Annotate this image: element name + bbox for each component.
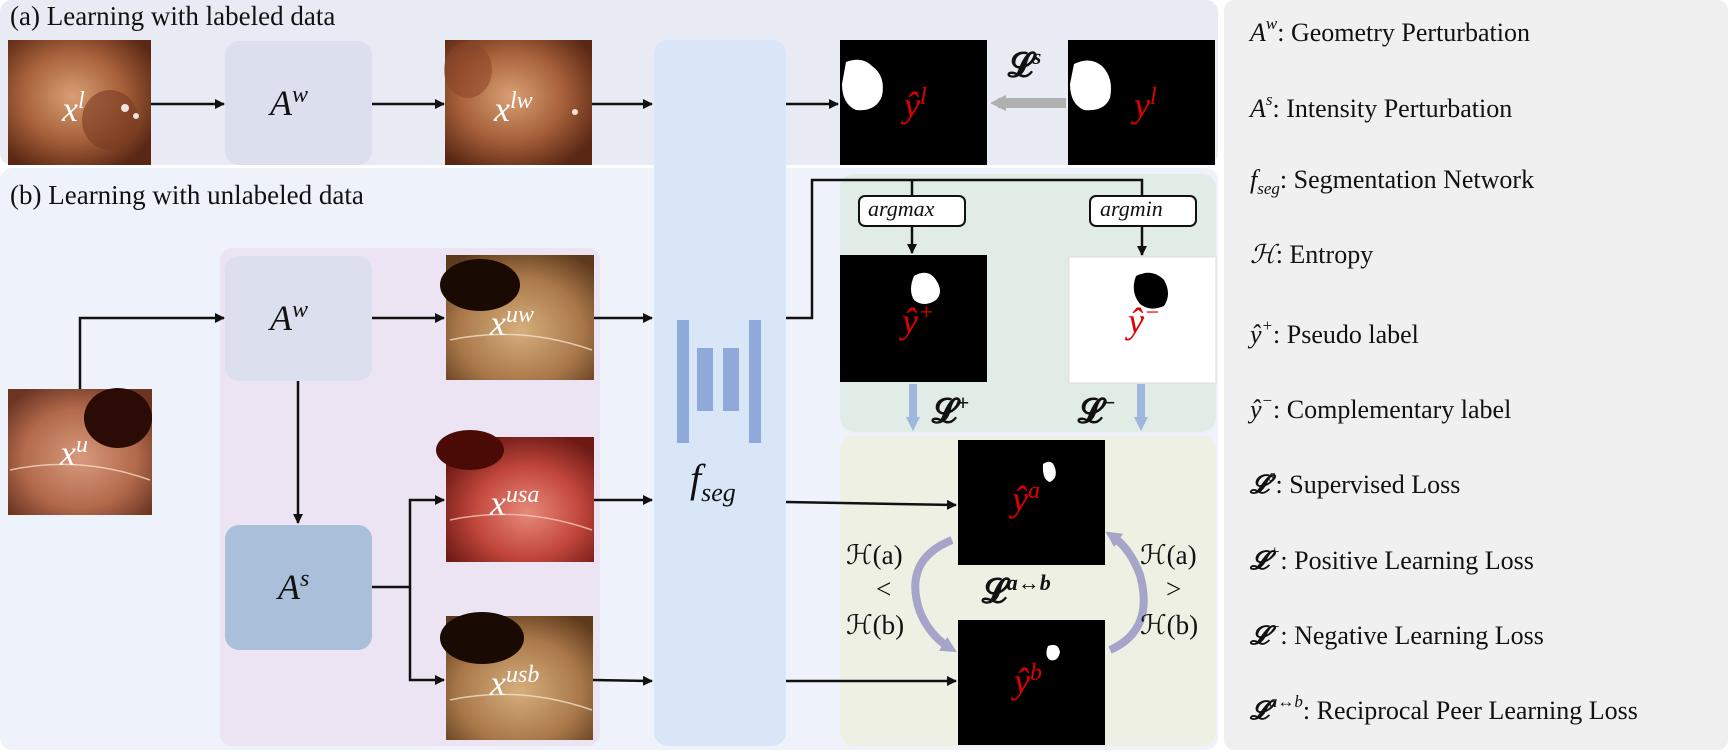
aw-block-mid bbox=[225, 256, 372, 381]
xusa-label: xusa bbox=[490, 482, 540, 523]
xusb-label: xusb bbox=[490, 662, 540, 703]
loss-ab-label: 𝓛a↔b bbox=[982, 570, 1051, 611]
panel-a-title: (a) Learning with labeled data bbox=[10, 1, 336, 31]
aw-mid-label: Aw bbox=[270, 297, 309, 338]
yhat-minus-label: ŷ− bbox=[1128, 300, 1161, 341]
yhat-b-label: ŷb bbox=[1014, 660, 1042, 701]
legend-item-complementary-label: ŷ−: Complementary label bbox=[1250, 391, 1512, 424]
xl-label: xl bbox=[62, 88, 85, 129]
entropy-right-bottom: ℋ(b) bbox=[1140, 610, 1199, 640]
loss-minus-label: 𝓛− bbox=[1078, 390, 1116, 431]
yhat-a-label: ŷa bbox=[1012, 478, 1040, 519]
mask-yhat-plus bbox=[840, 255, 987, 382]
xu-label: xu bbox=[60, 432, 88, 473]
arrow-fseg-to-yhat-a bbox=[785, 499, 957, 510]
mask-yhat-b bbox=[958, 620, 1105, 745]
fseg-icon-bar-mid-right bbox=[723, 348, 739, 411]
loss-plus-label: 𝓛+ bbox=[932, 390, 970, 431]
entropy-left-top: ℋ(a) bbox=[846, 540, 903, 570]
reciprocal-peer-region bbox=[840, 436, 1216, 746]
mask-yhat-minus bbox=[1068, 256, 1217, 384]
arrow-xu-to-aw bbox=[78, 313, 225, 389]
arrow-as-to-xusa bbox=[372, 495, 445, 589]
legend-item-negative-loss: 𝓛−: Negative Learning Loss bbox=[1250, 617, 1544, 650]
image-xl bbox=[8, 40, 151, 165]
aw-top-label: Aw bbox=[270, 82, 309, 123]
entropy-left-op: < bbox=[876, 574, 892, 604]
legend-item-as: As: Intensity Perturbation bbox=[1250, 90, 1513, 123]
fseg-icon-bar-right bbox=[749, 320, 761, 443]
argmin-label: argmin bbox=[1100, 196, 1163, 221]
legend-item-aw: Aw: Geometry Perturbation bbox=[1250, 14, 1530, 47]
image-xusa bbox=[436, 430, 594, 562]
curve-arrow-a-to-b bbox=[911, 536, 957, 653]
arrow-as-to-xusb bbox=[408, 587, 445, 685]
image-xu bbox=[8, 388, 152, 515]
mask-yhat-a bbox=[958, 440, 1105, 565]
aw-block-top bbox=[225, 41, 372, 165]
legend-item-pseudo-label: ŷ+: Pseudo label bbox=[1250, 316, 1419, 349]
as-block-mid bbox=[225, 525, 372, 650]
legend-item-positive-loss: 𝓛+: Positive Learning Loss bbox=[1250, 542, 1534, 575]
fseg-icon-bar-mid-left bbox=[697, 348, 713, 411]
yhat-l-label: ŷl bbox=[904, 84, 927, 125]
fseg-icon-bar-left bbox=[677, 320, 689, 443]
fseg-label: fseg bbox=[690, 456, 736, 507]
arrow-xusb-to-fseg bbox=[592, 675, 653, 686]
mask-y-l bbox=[1068, 40, 1215, 165]
image-xuw bbox=[440, 255, 594, 380]
yhat-plus-label: ŷ+ bbox=[902, 300, 935, 341]
image-xusb bbox=[440, 612, 593, 740]
legend-item-supervised-loss: 𝓛s: Supervised Loss bbox=[1250, 466, 1461, 499]
entropy-right-top: ℋ(a) bbox=[1140, 540, 1197, 570]
as-mid-label: As bbox=[278, 566, 310, 607]
diagram-svg bbox=[0, 0, 1218, 750]
branch-fseg-to-argmax-argmin bbox=[786, 178, 1144, 320]
legend-item-entropy: ℋ: Entropy bbox=[1250, 240, 1374, 269]
curve-arrow-b-to-a bbox=[1105, 531, 1148, 654]
argmax-label: argmax bbox=[868, 196, 935, 221]
panel-b-title: (b) Learning with unlabeled data bbox=[10, 180, 364, 210]
xlw-label: xlw bbox=[494, 88, 533, 129]
mask-yhat-l bbox=[840, 40, 987, 165]
legend-panel: Aw: Geometry Perturbation As: Intensity … bbox=[1224, 0, 1728, 750]
xuw-label: xuw bbox=[490, 302, 534, 343]
legend-item-fseg: fseg: Segmentation Network bbox=[1250, 165, 1535, 198]
legend-item-reciprocal-loss: 𝓛a↔b: Reciprocal Peer Learning Loss bbox=[1250, 692, 1638, 725]
image-xlw bbox=[444, 40, 592, 165]
entropy-right-op: > bbox=[1166, 574, 1182, 604]
loss-s-label: 𝓛s bbox=[1008, 44, 1042, 85]
y-l-label: yl bbox=[1134, 84, 1157, 125]
fseg-network-block bbox=[654, 40, 786, 746]
entropy-left-bottom: ℋ(b) bbox=[846, 610, 905, 640]
